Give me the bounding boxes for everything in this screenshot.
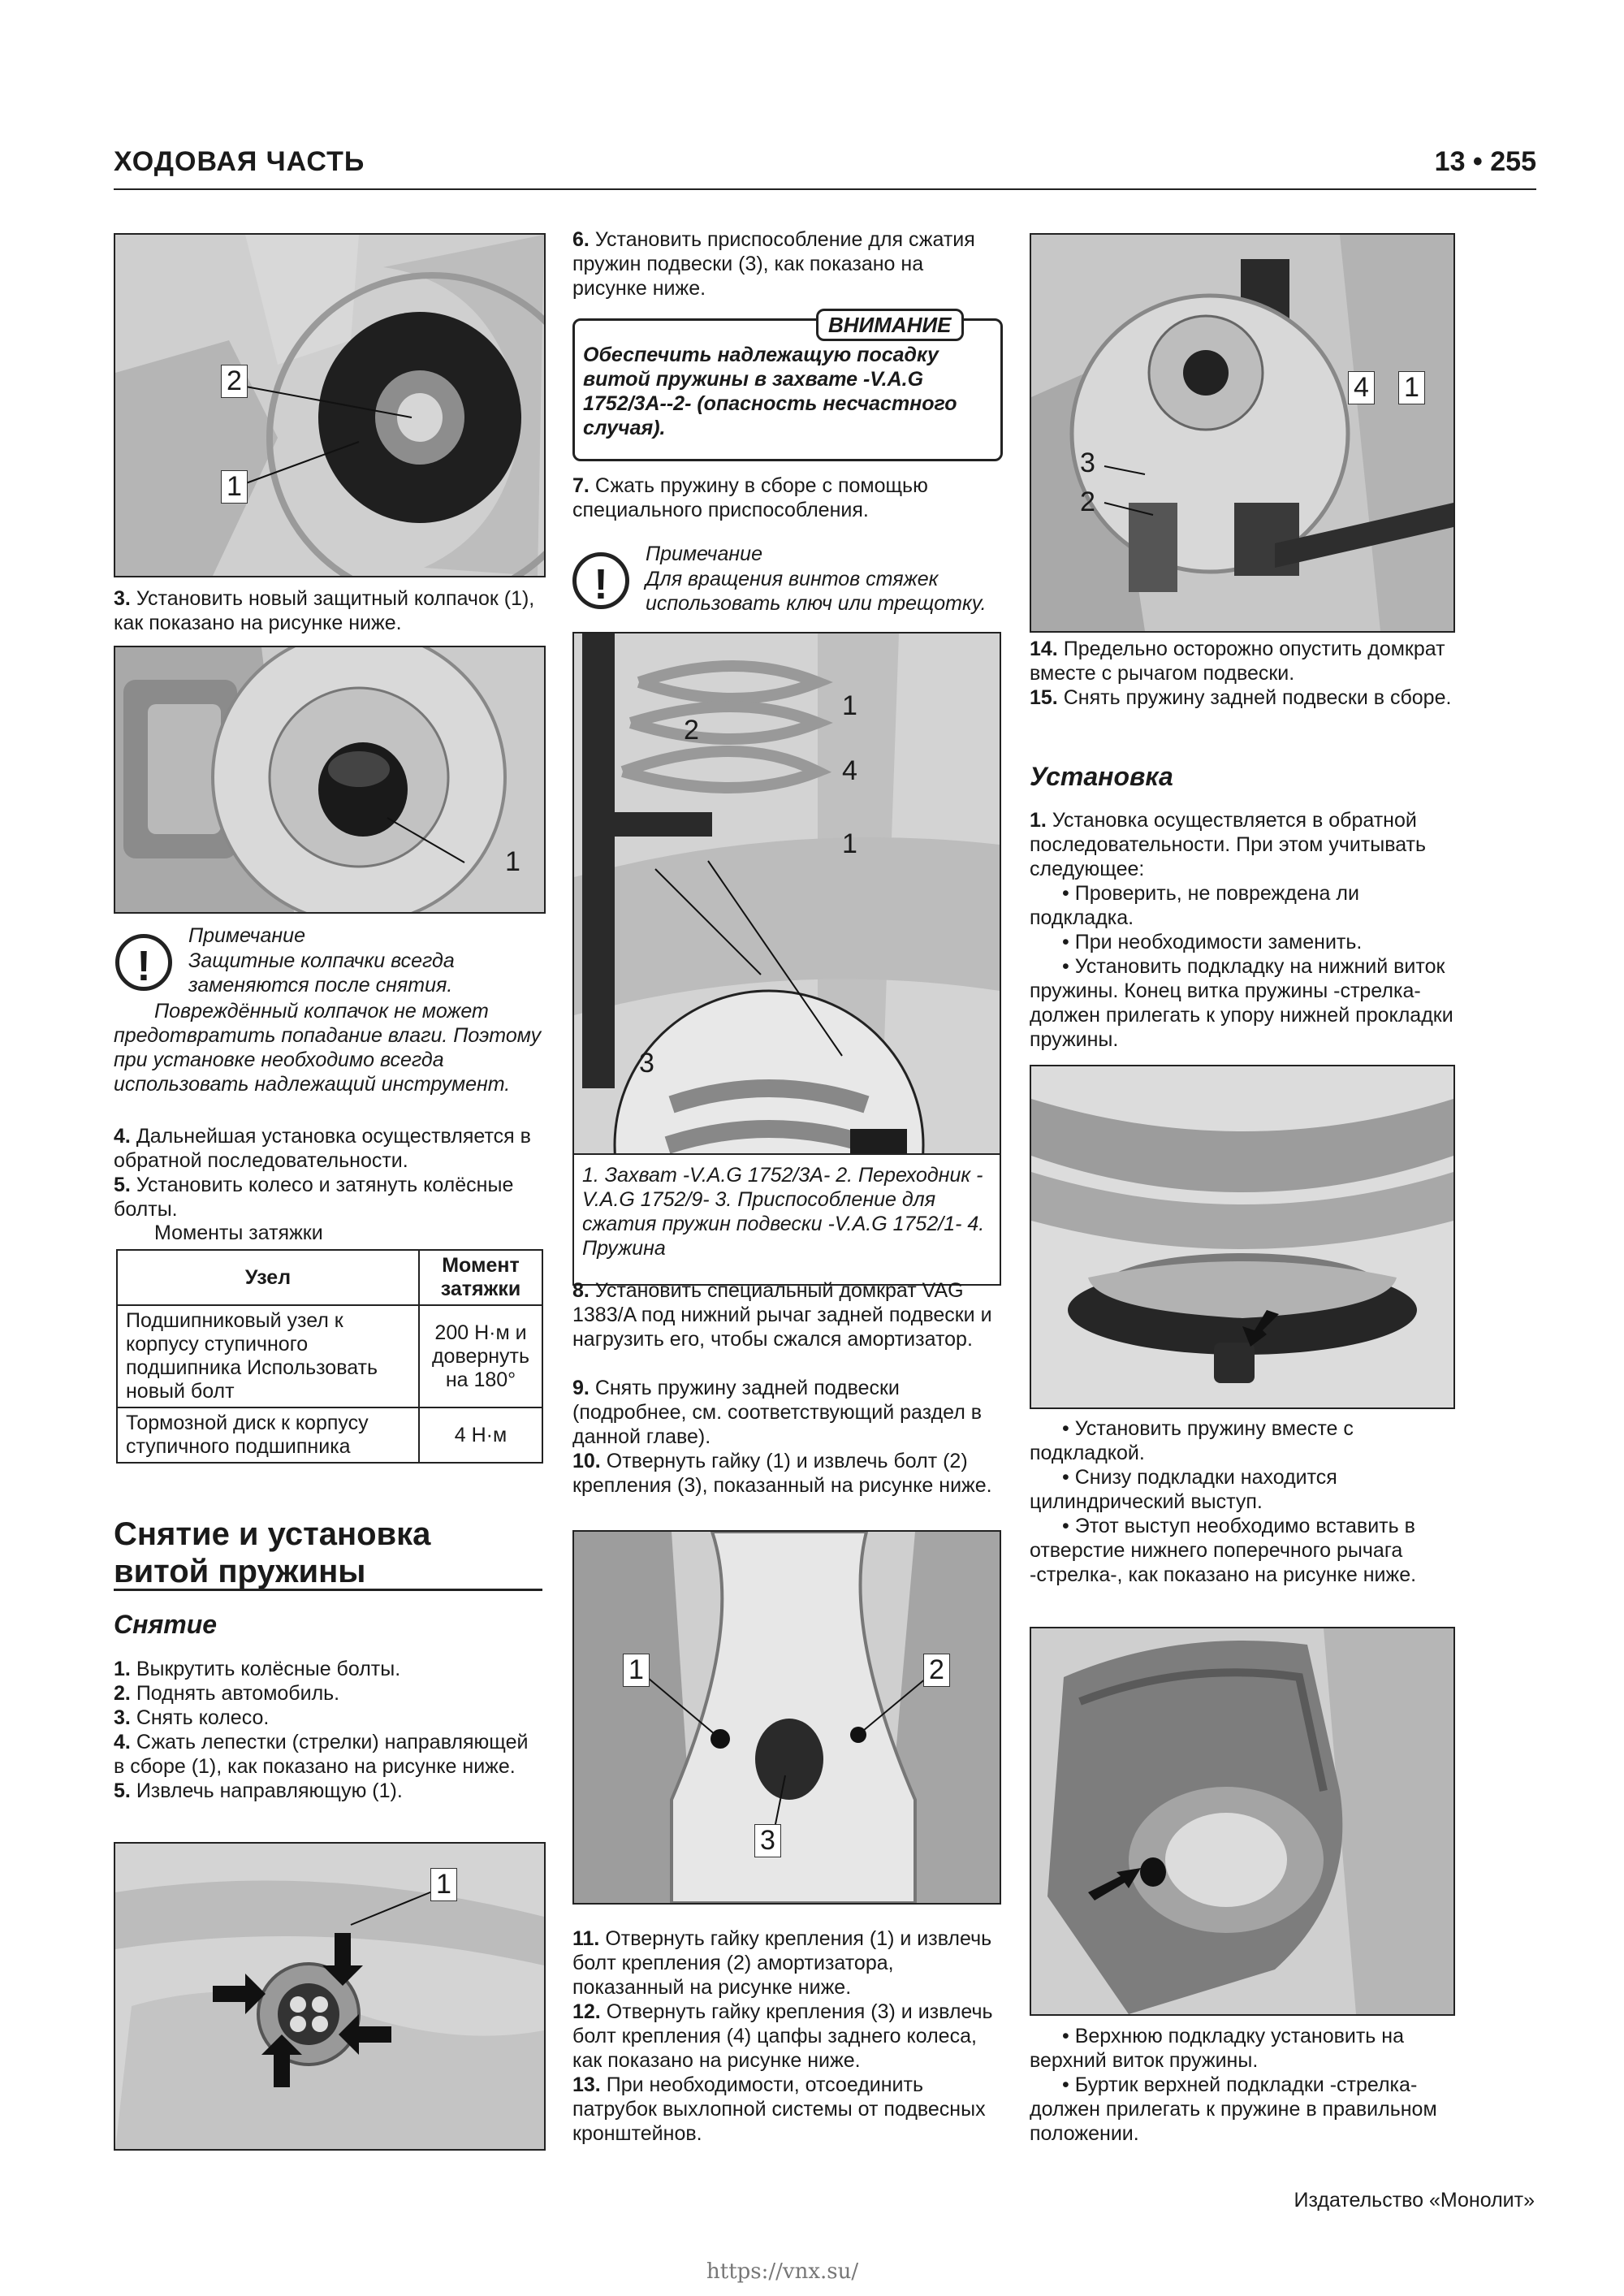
callout-4: 4 (1348, 371, 1375, 404)
list-item: • Проверить, не повреждена ли подкладка. (1030, 882, 1359, 929)
callout-1: 1 (505, 846, 520, 877)
callout-2: 2 (1080, 486, 1095, 517)
step-11: 11. Отвернуть гайку крепления (1) и извл… (572, 1927, 992, 1999)
header-rule (114, 188, 1536, 190)
section-rule (114, 1589, 542, 1591)
list-item: • Установить пружину вместе с подкладкой… (1030, 1417, 1354, 1464)
callout-1: 1 (623, 1654, 650, 1687)
note-text-2: Повреждённый колпачок не может предотвра… (114, 1000, 542, 1096)
callout-4: 4 (842, 755, 857, 786)
torque-header-unit: Узел (116, 1249, 420, 1306)
note-text-1: Защитные колпачки всегда заменяются посл… (188, 949, 455, 997)
list-item: 4. Сжать лепестки (стрелки) направляющей… (114, 1731, 529, 1778)
figure-lower-arm-hole (1030, 1627, 1455, 2016)
subsection-installation: Установка (1030, 762, 1173, 791)
subsection-removal: Снятие (114, 1610, 218, 1639)
section-title: Снятие и установка витой пружины (114, 1516, 431, 1589)
step-3: 3. Установить новый защитный колпачок (1… (114, 587, 535, 634)
note-title: Примечание (646, 543, 762, 565)
warning-text: Обеспечить надлежащую посадку витой пруж… (583, 344, 957, 439)
figure-lower-arm-bolts: 1 2 3 (572, 1530, 1001, 1905)
install-step-1: 1. Установка осуществляется в обратной п… (1030, 809, 1427, 880)
step-6: 6. Установить приспособление для сжатия … (572, 228, 975, 300)
torque-header-torque: Момент затяжки (418, 1249, 543, 1306)
table-row: Подшипниковый узел к корпусу ступичного … (116, 1304, 543, 1408)
bullet-list-2: • Установить пружину вместе с подкладкой… (1030, 1416, 1455, 1587)
figure-protective-cap: 1 (114, 646, 546, 914)
list-item: 2. Поднять автомобиль. (114, 1682, 340, 1705)
list-item: 5. Извлечь направляющую (1). (114, 1779, 403, 1802)
figure-caption: 1. Захват -V.A.G 1752/3A- 2. Переходник … (574, 1153, 1000, 1284)
figure-wheel-carrier: 4 1 3 2 (1030, 233, 1455, 633)
table-row: Тормозной диск к корпусу ступичного подш… (116, 1407, 543, 1464)
section-header: ХОДОВАЯ ЧАСТЬ (114, 146, 365, 177)
callout-2: 2 (221, 365, 248, 398)
list-item: • Этот выступ необходимо вставить в отве… (1030, 1515, 1417, 1586)
step-12: 12. Отвернуть гайку крепления (3) и извл… (572, 2000, 993, 2072)
list-item: • Установить подкладку на нижний виток п… (1030, 955, 1453, 1051)
warning-box (572, 318, 1003, 461)
removal-steps: 1. Выкрутить колёсные болты. 2. Поднять … (114, 1657, 542, 1803)
warning-title: ВНИМАНИЕ (816, 309, 964, 341)
list-item: 3. Снять колесо. (114, 1706, 270, 1729)
list-item: • При необходимости заменить. (1062, 931, 1363, 953)
list-item: 1. Выкрутить колёсные болты. (114, 1658, 401, 1680)
callout-1: 1 (842, 690, 857, 721)
callout-3: 3 (1080, 448, 1095, 478)
step-10: 10. Отвернуть гайку (1) и извлечь болт (… (572, 1450, 992, 1497)
figure-spring-compressor: 1 2 4 1 3 1. Захват -V.A.G 1752/3A- 2. П… (572, 632, 1001, 1286)
callout-1: 1 (430, 1868, 457, 1901)
torque-caption: Моменты затяжки (154, 1222, 323, 1244)
step-8: 8. Установить специальный домкрат VAG 13… (572, 1279, 992, 1351)
torque-table: Узел Момент затяжки Подшипниковый узел к… (116, 1249, 543, 1464)
list-item: • Снизу подкладки находится цилиндрическ… (1030, 1466, 1337, 1513)
callout-1: 1 (842, 828, 857, 859)
page-number: 13 • 255 (1434, 146, 1536, 177)
step-4: 4. Дальнейшая установка осуществляется в… (114, 1125, 531, 1172)
callout-3: 3 (754, 1824, 781, 1857)
callout-1: 1 (221, 470, 248, 504)
step-13: 13. При необходимости, отсоединить патру… (572, 2073, 986, 2145)
figure-hub-bearing: 2 1 (114, 233, 546, 577)
figure-spring-guide: 1 (114, 1842, 546, 2151)
note-exclamation-icon: ! (572, 552, 629, 609)
list-item: • Буртик верхней подкладки -стрелка- дол… (1030, 2073, 1437, 2145)
bullet-list-3: • Верхнюю подкладку установить на верхни… (1030, 2024, 1455, 2146)
step-7: 7. Сжать пружину в сборе с помощью специ… (572, 474, 928, 521)
bullet-list-1: • Проверить, не повреждена ли подкладка.… (1030, 881, 1455, 1052)
step-14: 14. Предельно осторожно опустить домкрат… (1030, 638, 1445, 685)
watermark-url: https://vnx.su/ (706, 2259, 859, 2284)
step-5: 5. Установить колесо и затянуть колёсные… (114, 1174, 514, 1221)
note-exclamation-icon: ! (115, 934, 172, 991)
note-title: Примечание (188, 924, 305, 947)
callout-1: 1 (1398, 371, 1425, 404)
callout-2: 2 (923, 1654, 950, 1687)
callout-2: 2 (684, 715, 699, 746)
publisher-footer: Издательство «Монолит» (1294, 2189, 1535, 2212)
figure-spring-pad (1030, 1065, 1455, 1409)
step-15: 15. Снять пружину задней подвески в сбор… (1030, 686, 1452, 709)
callout-3: 3 (639, 1048, 654, 1079)
step-9: 9. Снять пружину задней подвески (подроб… (572, 1377, 983, 1448)
note-text: Для вращения винтов стяжек использовать … (646, 568, 987, 615)
list-item: • Верхнюю подкладку установить на верхни… (1030, 2025, 1404, 2072)
